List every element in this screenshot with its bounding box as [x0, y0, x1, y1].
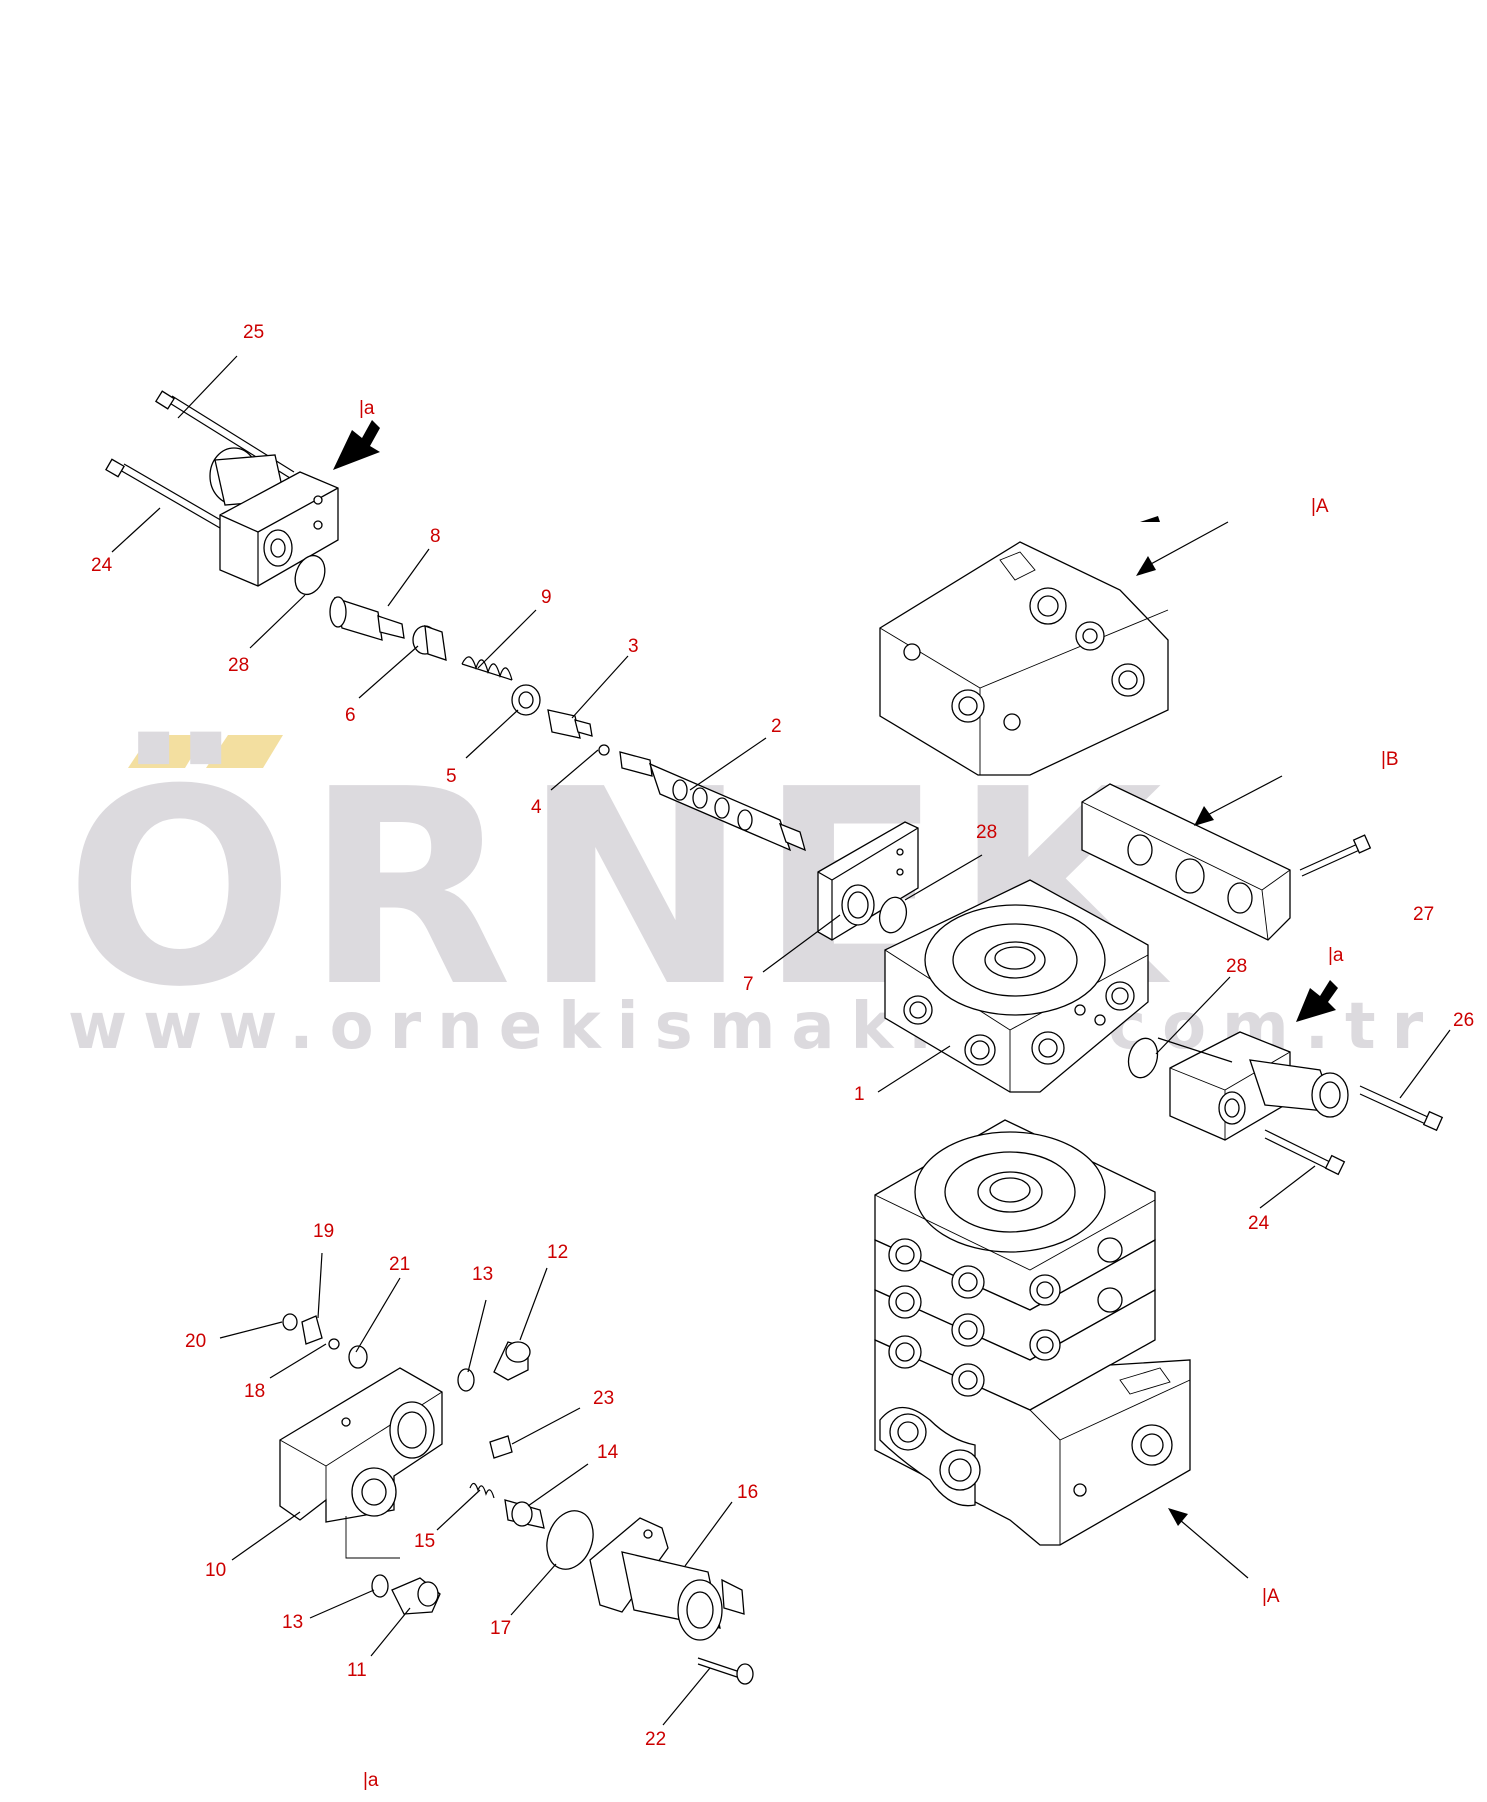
callout-labels: 25 |a 24 8 9 28 6 3 5 2 4 |A |B 28 27 7 …: [91, 322, 1474, 1791]
callout-27: 27: [1413, 904, 1434, 925]
watermark-url: www.ornekismakina.com.tr: [68, 990, 1439, 1064]
valve-stack: [874, 1119, 1249, 1579]
valve-block-b: [1081, 775, 1372, 941]
callout-4: 4: [531, 797, 542, 818]
spool-train: [329, 596, 806, 852]
callout-17: 17: [490, 1618, 511, 1639]
end-plate: [817, 821, 919, 941]
callout-21: 21: [389, 1254, 410, 1275]
callout-13-top: 13: [472, 1264, 493, 1285]
callout-28-mid: 28: [976, 822, 997, 843]
callout-8: 8: [430, 526, 441, 547]
callout-22: 22: [645, 1729, 666, 1750]
callout-5: 5: [446, 766, 457, 787]
insert-arrow-right-icon: [1296, 980, 1338, 1022]
callout-26: 26: [1453, 1010, 1474, 1031]
callout-14: 14: [597, 1442, 619, 1463]
callout-24-left: 24: [91, 555, 113, 576]
watermark-accent-right: [206, 735, 283, 768]
callout-a-top: |a: [359, 398, 375, 419]
callout-24-right: 24: [1248, 1213, 1270, 1234]
callout-A-bottom: |A: [1262, 1586, 1280, 1607]
callout-B: |B: [1381, 749, 1399, 770]
solenoid-assembly-right: [1169, 980, 1444, 1176]
solenoid-valve-exploded: [279, 1313, 754, 1685]
callout-7: 7: [743, 974, 754, 995]
callout-A-top: |A: [1311, 496, 1329, 517]
callout-13-bottom: 13: [282, 1612, 303, 1633]
callout-12: 12: [547, 1242, 568, 1263]
arrow-b-icon: [1194, 806, 1214, 826]
callout-25: 25: [243, 322, 264, 343]
callout-20: 20: [185, 1331, 206, 1352]
callout-10: 10: [205, 1560, 226, 1581]
callout-9: 9: [541, 587, 552, 608]
leader-lines: [111, 355, 1451, 1726]
callout-6: 6: [345, 705, 356, 726]
callout-a-bottom: |a: [363, 1770, 379, 1791]
valve-block-a-top: [879, 516, 1229, 776]
callout-15: 15: [414, 1531, 435, 1552]
callout-16: 16: [737, 1482, 758, 1503]
watermark-accent-left: [128, 735, 205, 768]
callout-19: 19: [313, 1221, 334, 1242]
callout-18: 18: [244, 1381, 265, 1402]
callout-28-left: 28: [228, 655, 249, 676]
solenoid-assembly-left: [105, 390, 380, 596]
arrow-a-bottom-icon: [1168, 1508, 1188, 1526]
main-valve-body: [884, 879, 1159, 1093]
callout-3: 3: [628, 636, 639, 657]
callout-2: 2: [771, 716, 782, 737]
callout-a-right: |a: [1328, 945, 1344, 966]
callout-1: 1: [854, 1084, 865, 1105]
arrow-a-top-icon: [1140, 516, 1160, 522]
callout-11: 11: [347, 1660, 367, 1681]
callout-28-right: 28: [1226, 956, 1247, 977]
insert-arrow-icon: [333, 420, 380, 470]
callout-23: 23: [593, 1388, 614, 1409]
